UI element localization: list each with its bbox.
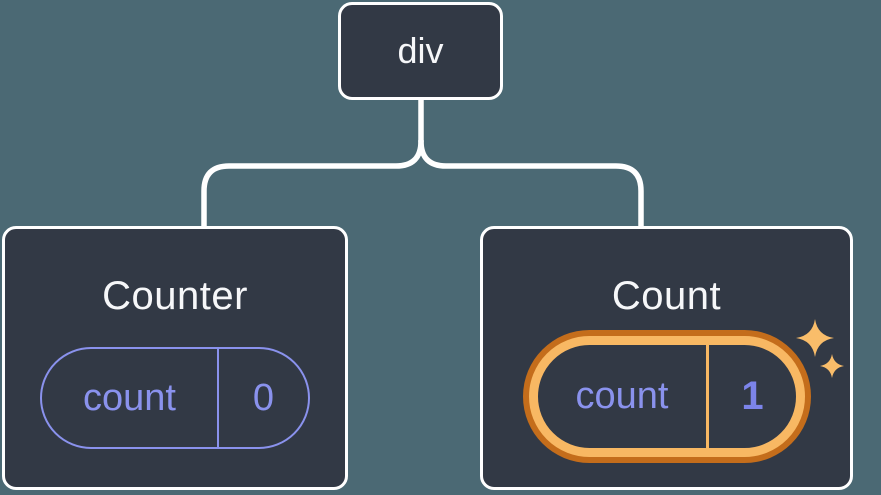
state-pill: count 0 bbox=[40, 347, 310, 449]
state-value: 1 bbox=[741, 374, 764, 418]
connector-left-branch bbox=[201, 138, 424, 230]
sparkles-icon bbox=[796, 319, 844, 378]
component-title: Counter bbox=[102, 274, 248, 318]
state-value: 0 bbox=[252, 376, 275, 419]
component-title: Count bbox=[611, 274, 722, 318]
sparkle-small bbox=[820, 354, 844, 378]
state-name-label: count bbox=[538, 345, 709, 448]
sparkle-large bbox=[796, 319, 834, 357]
root-node-div: div bbox=[338, 2, 503, 100]
state-name-label: count bbox=[42, 349, 219, 447]
root-node-label: div bbox=[397, 30, 444, 71]
component-card-counter: Counter count 0 bbox=[2, 226, 348, 490]
component-card-count: Count count 1 bbox=[480, 226, 853, 490]
state-pill-highlighted: count 1 bbox=[529, 336, 805, 457]
connector-right-branch bbox=[418, 138, 644, 230]
